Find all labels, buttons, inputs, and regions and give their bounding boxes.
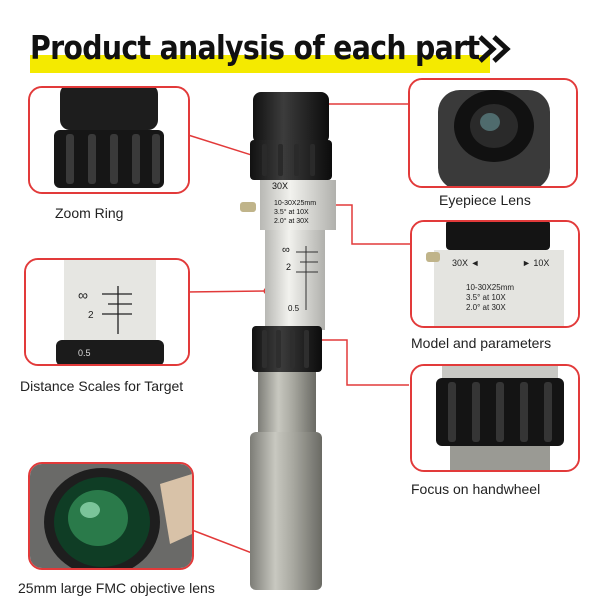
zoom-ring-label: Zoom Ring [55,205,124,221]
model-params-photo: 30X ◄ ► 10X 10-30X25mm 3.5° at 10X 2.0° … [412,222,578,326]
svg-text:30X ◄: 30X ◄ [452,258,479,268]
scale-05-mark: 0.5 [288,304,300,313]
svg-text:2.0° at 30X: 2.0° at 30X [466,303,506,312]
zoom-ring-photo [30,88,188,192]
distance-scales-label: Distance Scales for Target [20,378,184,394]
objective-callout [28,462,194,570]
eyepiece-label: Eyepiece Lens [439,192,531,208]
distance-scales-callout: ∞ 2 0.5 [24,258,190,366]
zoom-30x-mark: 30X [272,181,289,191]
focus-wheel-photo [412,366,578,470]
svg-text:0.5: 0.5 [78,348,91,358]
page-title: Product analysis of each part [30,28,480,67]
scale-2-mark: 2 [286,262,292,272]
svg-text:► 10X: ► 10X [522,258,549,268]
model-params-callout: 30X ◄ ► 10X 10-30X25mm 3.5° at 10X 2.0° … [410,220,580,328]
spec-30x-mark: 2.0° at 30X [274,218,309,225]
eyepiece-photo [410,80,576,186]
scale-infinity-mark: ∞ [282,244,290,256]
title-highlight [30,55,490,73]
spec-10x-mark: 3.5° at 10X [274,209,309,216]
distance-scales-photo: ∞ 2 0.5 [26,260,188,364]
double-chevron-right-icon [478,35,511,63]
objective-label: 25mm large FMC objective lens [18,580,215,596]
model-params-label: Model and parameters [411,335,552,351]
model-mark: 10-30X25mm [274,200,317,207]
svg-text:3.5° at 10X: 3.5° at 10X [466,293,506,302]
svg-text:10-30X25mm: 10-30X25mm [466,283,514,292]
svg-text:2: 2 [88,310,94,321]
focus-wheel-callout [410,364,580,472]
eyepiece-callout [408,78,578,188]
svg-text:∞: ∞ [78,287,88,303]
zoom-ring-callout [28,86,190,194]
objective-photo [30,464,192,568]
focus-wheel-label: Focus on handwheel [411,481,541,497]
page-title-block: Product analysis of each part [30,28,511,76]
